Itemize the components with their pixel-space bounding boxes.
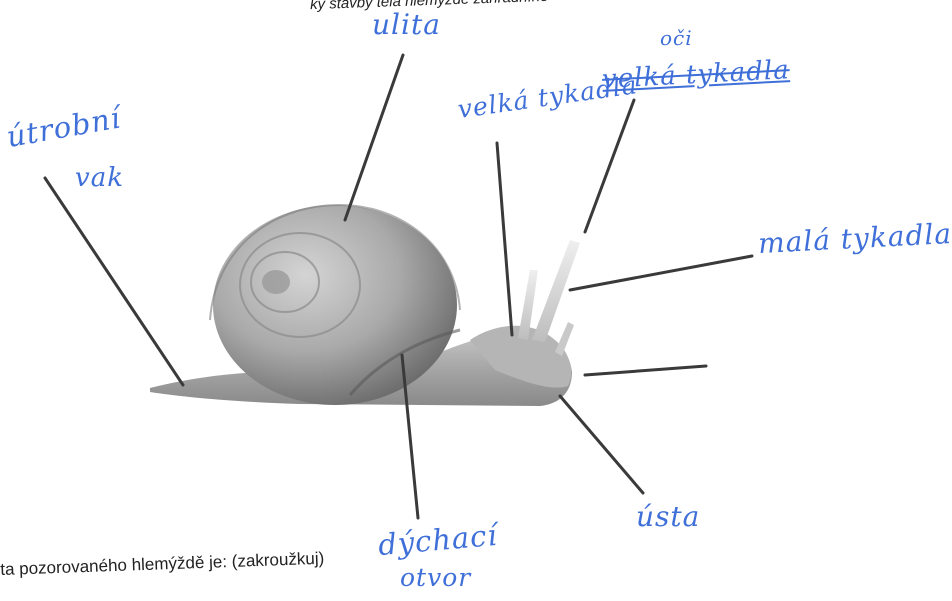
pointer-mala-tykadla (570, 256, 752, 290)
label-dychaci-line2: otvor (400, 563, 471, 592)
pointer-oci (585, 100, 634, 232)
label-usta: ústa (636, 500, 700, 533)
label-oci: oči (660, 26, 693, 50)
pointer-utrobni (45, 178, 183, 385)
pointer-blank (585, 366, 706, 375)
pointer-ulita (345, 55, 403, 220)
label-ulita: ulita (372, 8, 441, 41)
pointer-velka-tykadla (497, 143, 512, 335)
label-utrobni-line2: vak (75, 163, 124, 193)
pointer-usta (560, 396, 643, 493)
